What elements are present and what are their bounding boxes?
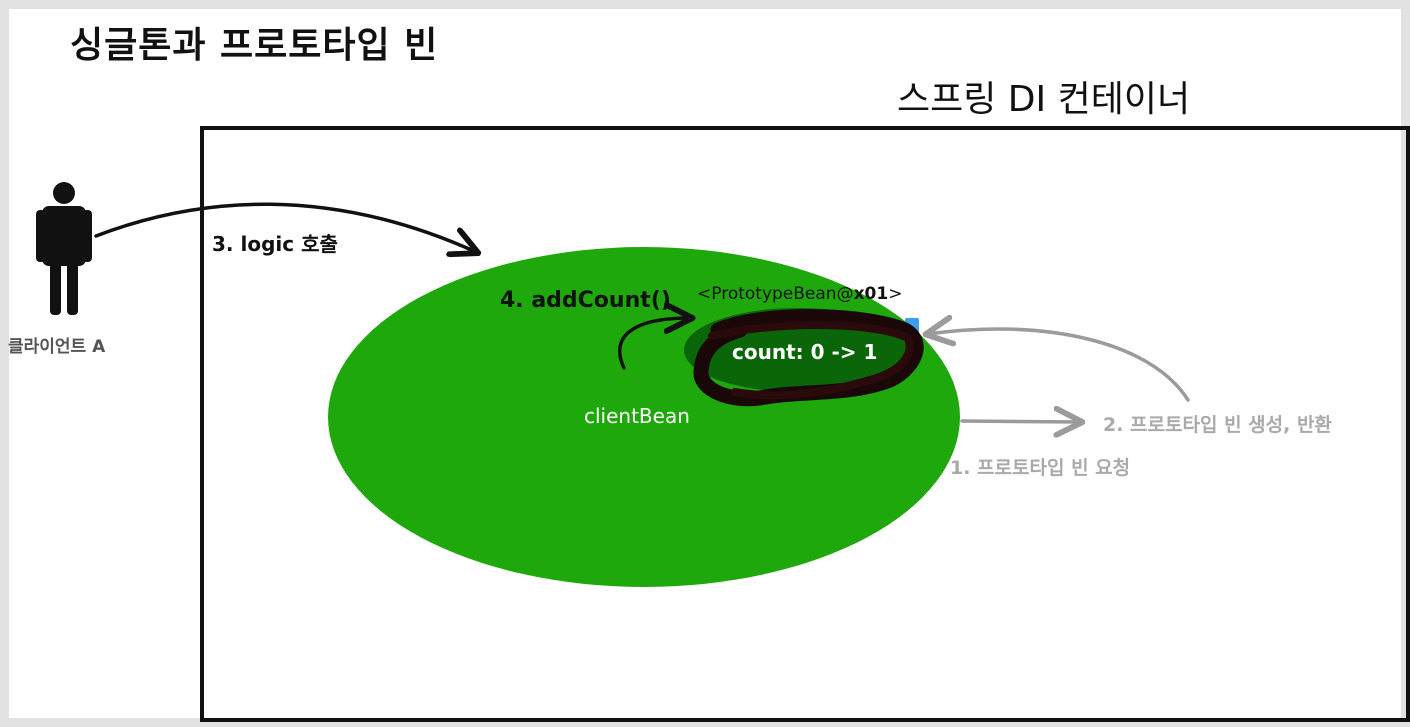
logic-call-arrow (94, 202, 476, 252)
logic-call-label: 3. logic 호출 (212, 232, 338, 256)
scribble-outline (693, 309, 924, 407)
prototype-bean-label-suffix: > (888, 284, 903, 304)
create-return-arrow (928, 329, 1190, 402)
person-icon (36, 182, 92, 315)
prototype-bean-label-prefix: <PrototypeBean@ (697, 284, 854, 304)
page-title: 싱글톤과 프로토타입 빈 (70, 25, 439, 66)
prototype-bean-label: <PrototypeBean@x01> (697, 284, 902, 304)
spring-di-container-box (200, 126, 1410, 722)
client-bean-label: clientBean (584, 404, 690, 428)
prototype-bean-id: x01 (853, 284, 889, 304)
add-count-arrow (618, 318, 690, 370)
scribble-stroke-2 (708, 321, 914, 400)
count-text: count: 0 -> 1 (732, 340, 878, 364)
client-a-label: 클라이언트 A (8, 337, 106, 357)
container-label: 스프링 DI 컨테이너 (897, 79, 1191, 120)
step1-label: 1. 프로토타입 빈 요청 (950, 457, 1131, 479)
step2-label: 2. 프로토타입 빈 생성, 반환 (1103, 414, 1332, 436)
add-count-label: 4. addCount() (500, 288, 671, 313)
request-arrow (960, 421, 1080, 422)
